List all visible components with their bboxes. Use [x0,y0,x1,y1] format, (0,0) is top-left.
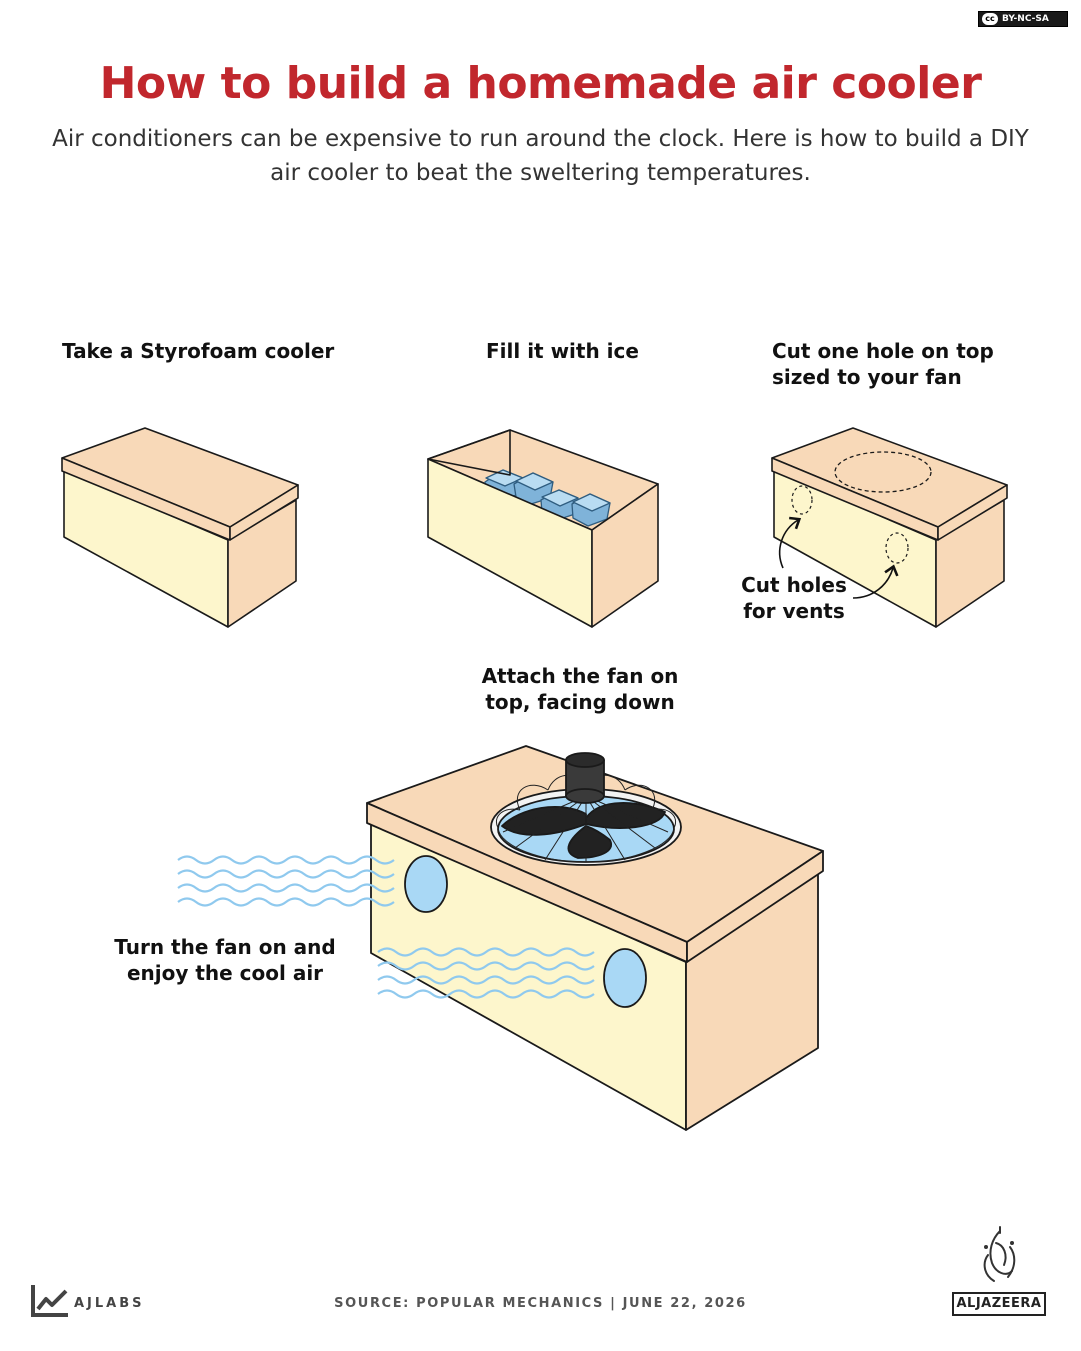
side-vent-hole [404,855,448,913]
page-title: How to build a homemade air cooler [99,58,982,109]
vent-arrow-icon [852,564,899,599]
ice-cubes [484,469,611,527]
step-5-label: Turn the fan on and enjoy the cool air [114,935,336,985]
vent-arrow-icon [778,516,802,569]
ajlabs-label: AJLABS [74,1296,145,1311]
fan [490,752,682,866]
cool-air-waves [177,855,595,999]
side-vent-hole [603,948,647,1008]
source-note: SOURCE: POPULAR MECHANICS | JUNE 22, 202… [334,1296,747,1311]
page-subtitle: Air conditioners can be expensive to run… [52,126,1029,186]
styrofoam-cooler-closed [61,427,299,628]
cooler-with-ice [427,429,659,628]
step-2-label: Fill it with ice [486,339,639,363]
step-1-label: Take a Styrofoam cooler [62,339,335,363]
aljazeera-wordmark: ALJAZEERA [952,1292,1046,1316]
cooler-with-cut-holes [771,427,1008,628]
license-label: BY-NC-SA [1002,14,1049,24]
ajlabs-chart-icon [31,1285,68,1317]
vents-annotation: Cut holes for vents [741,573,847,623]
vent-hole-outline [791,485,813,515]
cc-license-badge: cc BY-NC-SA [978,11,1068,27]
cooler-with-fan [366,745,824,1131]
ajlabs-brand: AJLABS [30,1283,145,1319]
vent-hole-outline [885,532,909,564]
fan-hole-outline [834,451,932,493]
aljazeera-logo-icon [983,1226,1016,1282]
cc-icon: cc [982,13,998,25]
step-3-label: Cut one hole on top sized to your fan [772,339,994,389]
step-4-label: Attach the fan on top, facing down [481,664,679,714]
